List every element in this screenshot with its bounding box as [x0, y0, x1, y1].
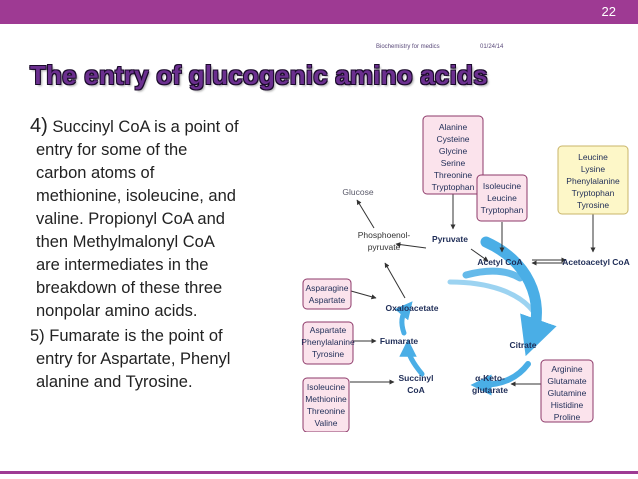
- point-4-line-2: entry for some of the: [36, 141, 188, 159]
- aa-arginine: Arginine: [551, 364, 582, 374]
- label-alpha-ketoglutarate: α-Keto-: [475, 373, 505, 383]
- aa-glutamine: Glutamine: [548, 388, 587, 398]
- box-ketoglutarate-amino-acids: Arginine Glutamate Glutamine Histidine P…: [540, 359, 594, 423]
- label-succinyl-coa-2: CoA: [407, 385, 424, 395]
- metabolite-labels: Glucose Phosphoenol- pyruvate Pyruvate A…: [342, 187, 629, 395]
- amino-acid-entry-diagram: Alanine Cysteine Glycine Serine Threonin…: [301, 115, 630, 432]
- aa-threonine: Threonine: [434, 170, 473, 180]
- box-acetyl-amino-acids: Isoleucine Leucine Tryptophan: [476, 174, 528, 222]
- box-acetoacetyl-amino-acids: Leucine Lysine Phenylalanine Tryptophan …: [557, 145, 629, 215]
- point-4-line-5: valine. Propionyl CoA and: [36, 210, 225, 228]
- label-glucose: Glucose: [342, 187, 373, 197]
- label-alpha-ketoglutarate-2: glutarate: [472, 385, 508, 395]
- aa-serine: Serine: [441, 158, 466, 168]
- label-succinyl-coa: Succinyl: [399, 373, 434, 383]
- aa-phenylalanine: Phenylalanine: [301, 337, 355, 347]
- point-5-line-3: alanine and Tyrosine.: [36, 373, 193, 391]
- point-4-line-4: methionine, isoleucine, and: [36, 187, 236, 205]
- point-4-line-6: then Methylmalonyl CoA: [36, 233, 215, 251]
- box-pyruvate-amino-acids: Alanine Cysteine Glycine Serine Threonin…: [422, 115, 484, 195]
- point-5-line-2: entry for Aspartate, Phenyl: [36, 350, 231, 368]
- aa-glycine: Glycine: [439, 146, 468, 156]
- aa-tyrosine: Tyrosine: [312, 349, 344, 359]
- label-fumarate: Fumarate: [380, 336, 419, 346]
- aa-leucine: Leucine: [487, 193, 517, 203]
- label-phosphoenolpyruvate-2: pyruvate: [368, 242, 401, 252]
- point-4-line-1: 4) Succinyl CoA is a point of: [30, 115, 298, 139]
- aa-glutamate: Glutamate: [547, 376, 586, 386]
- aa-isoleucine: Isoleucine: [483, 181, 522, 191]
- slide-title: The entry of glucogenic amino acids: [30, 60, 488, 90]
- label-phosphoenolpyruvate: Phosphoenol-: [358, 230, 411, 240]
- aa-proline: Proline: [554, 412, 581, 422]
- aa-aspartate: Aspartate: [309, 295, 346, 305]
- box-fumarate-amino-acids: Aspartate Phenylalanine Tyrosine: [301, 321, 355, 365]
- point-4-text: Succinyl CoA is a point of: [52, 118, 239, 136]
- box-oxaloacetate-amino-acids: Asparagine Aspartate: [302, 278, 352, 310]
- pathway-arrows: [350, 194, 596, 387]
- label-pyruvate: Pyruvate: [432, 234, 468, 244]
- aa-tyrosine: Tyrosine: [577, 200, 609, 210]
- point-4-line-8: breakdown of these three: [36, 279, 223, 297]
- aa-tryptophan: Tryptophan: [572, 188, 615, 198]
- footer-course: Biochemistry for medics: [376, 44, 440, 50]
- aa-tryptophan: Tryptophan: [481, 205, 524, 215]
- aa-phenylalanine: Phenylalanine: [566, 176, 620, 186]
- point-4-number: 4): [30, 115, 48, 137]
- aa-leucine: Leucine: [578, 152, 608, 162]
- label-acetyl-coa: Acetyl CoA: [477, 257, 522, 267]
- tca-cycle-arrows: [394, 236, 557, 396]
- point-4-line-7: are intermediates in the: [36, 256, 209, 274]
- slide-number: 22: [601, 4, 616, 19]
- aa-lysine: Lysine: [581, 164, 606, 174]
- aa-aspartate: Aspartate: [310, 325, 347, 335]
- label-oxaloacetate: Oxaloacetate: [386, 303, 439, 313]
- aa-threonine: Threonine: [307, 406, 346, 416]
- header-bar: 22: [0, 0, 638, 24]
- aa-valine: Valine: [315, 418, 338, 428]
- aa-histidine: Histidine: [551, 400, 584, 410]
- point-5-line-1: 5) Fumarate is the point of: [30, 327, 223, 345]
- aa-methionine: Methionine: [305, 394, 347, 404]
- label-acetoacetyl-coa: Acetoacetyl CoA: [562, 257, 630, 267]
- point-4-line-9: nonpolar amino acids.: [36, 302, 198, 320]
- footer-date: 01/24/14: [480, 44, 504, 50]
- body-text: 4) Succinyl CoA is a point of entry for …: [30, 115, 298, 435]
- aa-cysteine: Cysteine: [436, 134, 469, 144]
- footer-line: [0, 471, 638, 474]
- box-succinyl-amino-acids: Isoleucine Methionine Threonine Valine: [302, 377, 350, 432]
- aa-alanine: Alanine: [439, 122, 468, 132]
- label-citrate: Citrate: [510, 340, 537, 350]
- aa-asparagine: Asparagine: [305, 283, 348, 293]
- aa-tryptophan: Tryptophan: [432, 182, 475, 192]
- point-4-line-3: carbon atoms of: [36, 164, 155, 182]
- aa-isoleucine: Isoleucine: [307, 382, 346, 392]
